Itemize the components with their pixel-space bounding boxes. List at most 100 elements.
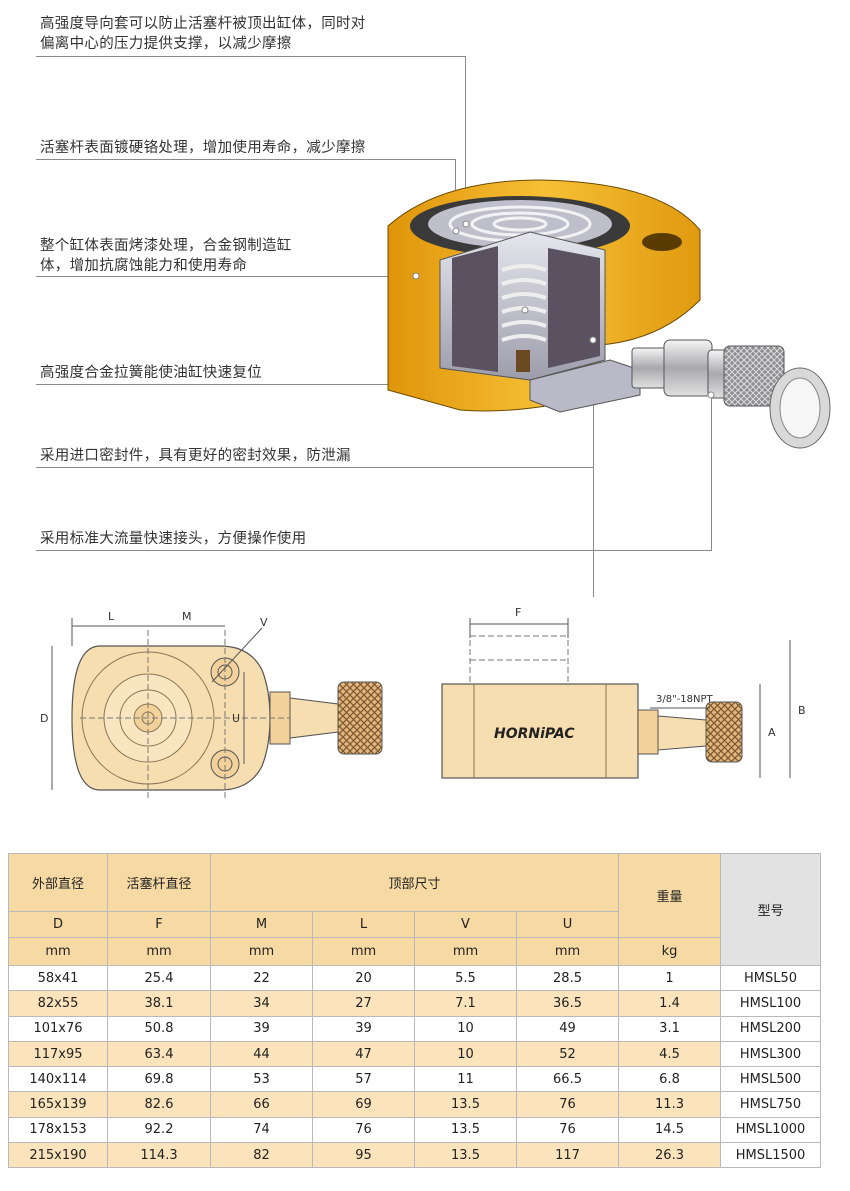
table-cell: 25.4 xyxy=(107,964,211,992)
leader-line-3 xyxy=(36,276,416,277)
symbol-cell: F xyxy=(107,911,211,938)
table-cell: 5.5 xyxy=(414,964,517,992)
symbol-cell: M xyxy=(210,911,313,938)
feature-paint-body: 整个缸体表面烤漆处理，合金钢制造缸 体，增加抗腐蚀能力和使用寿命 xyxy=(40,238,292,274)
header-outer-diameter: 外部直径 xyxy=(8,853,108,912)
table-cell: 34 xyxy=(210,990,313,1017)
brand-logo: HORNiPAC xyxy=(494,726,575,742)
header-rod-diameter: 活塞杆直径 xyxy=(107,853,211,912)
symbol-cell: V xyxy=(414,911,517,938)
table-cell: 117 xyxy=(515,1142,620,1169)
feature-spring: 高强度合金拉簧能使油缸快速复位 xyxy=(40,365,262,381)
table-cell: 11.3 xyxy=(618,1091,722,1118)
table-cell: 14.5 xyxy=(618,1116,722,1144)
table-cell: 92.2 xyxy=(107,1116,211,1144)
table-cell: 140x114 xyxy=(8,1066,108,1093)
model-cell: HMSL750 xyxy=(720,1091,822,1118)
table-cell: 38.1 xyxy=(107,990,211,1017)
model-cell: HMSL200 xyxy=(720,1015,822,1042)
table-cell: 82x55 xyxy=(8,990,108,1017)
table-cell: 44 xyxy=(210,1040,313,1068)
table-cell: 39 xyxy=(210,1015,313,1042)
dim-label-B: B xyxy=(798,704,806,717)
table-cell: 76 xyxy=(515,1091,620,1118)
table-row: 215x190 114.3 82 95 13.5 117 26.3 HMSL15… xyxy=(8,1142,822,1169)
table-cell: 10 xyxy=(414,1015,517,1042)
table-cell: 58x41 xyxy=(8,964,108,992)
table-cell: 117x95 xyxy=(8,1040,108,1068)
model-cell: HMSL1000 xyxy=(720,1116,822,1144)
table-cell: 13.5 xyxy=(414,1142,517,1169)
dimension-drawings: L M V D U HORNiPAC F A B 3/8"-18NPT xyxy=(40,606,806,800)
feature-seal: 采用进口密封件，具有更好的密封效果，防泄漏 xyxy=(40,448,351,464)
unit-cell: mm xyxy=(312,937,415,966)
unit-cell: mm xyxy=(515,937,620,966)
table-cell: 47 xyxy=(312,1040,415,1068)
header-model: 型号 xyxy=(720,853,822,966)
table-cell: 178x153 xyxy=(8,1116,108,1144)
table-cell: 101x76 xyxy=(8,1015,108,1042)
thread-label: 3/8"-18NPT xyxy=(656,694,714,705)
dim-label-D: D xyxy=(40,712,48,725)
table-cell: 1.4 xyxy=(618,990,722,1017)
model-cell: HMSL300 xyxy=(720,1040,822,1068)
cylinder-cutaway-illustration xyxy=(387,179,831,449)
header-weight: 重量 xyxy=(618,853,722,938)
table-cell: 74 xyxy=(210,1116,313,1144)
table-cell: 82 xyxy=(210,1142,313,1169)
table-cell: 26.3 xyxy=(618,1142,722,1169)
table-cell: 66.5 xyxy=(515,1066,620,1093)
table-row: 101x76 50.8 39 39 10 49 3.1 HMSL200 xyxy=(8,1015,822,1042)
table-cell: 53 xyxy=(210,1066,313,1093)
feature-guide-sleeve: 高强度导向套可以防止活塞杆被顶出缸体，同时对 偏离中心的压力提供支撑，以减少摩擦 xyxy=(40,16,366,52)
symbol-cell: D xyxy=(8,911,108,938)
leader-line-4 xyxy=(36,384,526,385)
model-cell: HMSL1500 xyxy=(720,1142,822,1169)
spec-table: 外部直径 活塞杆直径 顶部尺寸 重量 型号 D F M L V U mm mm … xyxy=(8,853,822,1169)
unit-cell: mm xyxy=(8,937,108,966)
feature-coupler: 采用标准大流量快速接头，方便操作使用 xyxy=(40,531,307,547)
table-row: 117x95 63.4 44 47 10 52 4.5 HMSL300 xyxy=(8,1040,822,1068)
table-cell: 13.5 xyxy=(414,1116,517,1144)
model-cell: HMSL100 xyxy=(720,990,822,1017)
table-cell: 215x190 xyxy=(8,1142,108,1169)
table-cell: 27 xyxy=(312,990,415,1017)
table-cell: 63.4 xyxy=(107,1040,211,1068)
table-cell: 76 xyxy=(515,1116,620,1144)
table-cell: 39 xyxy=(312,1015,415,1042)
unit-cell: mm xyxy=(210,937,313,966)
table-cell: 28.5 xyxy=(515,964,620,992)
dim-label-L: L xyxy=(108,610,115,623)
table-cell: 10 xyxy=(414,1040,517,1068)
table-cell: 22 xyxy=(210,964,313,992)
leader-line-1 xyxy=(36,56,466,224)
table-cell: 3.1 xyxy=(618,1015,722,1042)
table-cell: 57 xyxy=(312,1066,415,1093)
table-cell: 69 xyxy=(312,1091,415,1118)
table-row: 165x139 82.6 66 69 13.5 76 11.3 HMSL750 xyxy=(8,1091,822,1118)
table-cell: 49 xyxy=(515,1015,620,1042)
side-view-drawing: HORNiPAC F A B 3/8"-18NPT xyxy=(441,606,806,779)
model-cell: HMSL50 xyxy=(720,964,822,992)
table-cell: 36.5 xyxy=(515,990,620,1017)
table-cell: 6.8 xyxy=(618,1066,722,1093)
table-cell: 95 xyxy=(312,1142,415,1169)
dim-label-F: F xyxy=(515,606,521,619)
table-cell: 114.3 xyxy=(107,1142,211,1169)
table-cell: 13.5 xyxy=(414,1091,517,1118)
table-cell: 76 xyxy=(312,1116,415,1144)
model-cell: HMSL500 xyxy=(720,1066,822,1093)
table-row: 82x55 38.1 34 27 7.1 36.5 1.4 HMSL100 xyxy=(8,990,822,1017)
table-row: 58x41 25.4 22 20 5.5 28.5 1 HMSL50 xyxy=(8,964,822,992)
table-cell: 165x139 xyxy=(8,1091,108,1118)
table-cell: 52 xyxy=(515,1040,620,1068)
unit-cell: mm xyxy=(414,937,517,966)
table-cell: 69.8 xyxy=(107,1066,211,1093)
header-top-dimensions: 顶部尺寸 xyxy=(209,853,620,912)
dim-label-V: V xyxy=(260,616,268,629)
dim-label-M: M xyxy=(182,610,192,623)
symbol-cell: L xyxy=(312,911,415,938)
dim-label-U: U xyxy=(232,712,240,725)
table-cell: 11 xyxy=(414,1066,517,1093)
leader-line-5 xyxy=(36,467,594,597)
